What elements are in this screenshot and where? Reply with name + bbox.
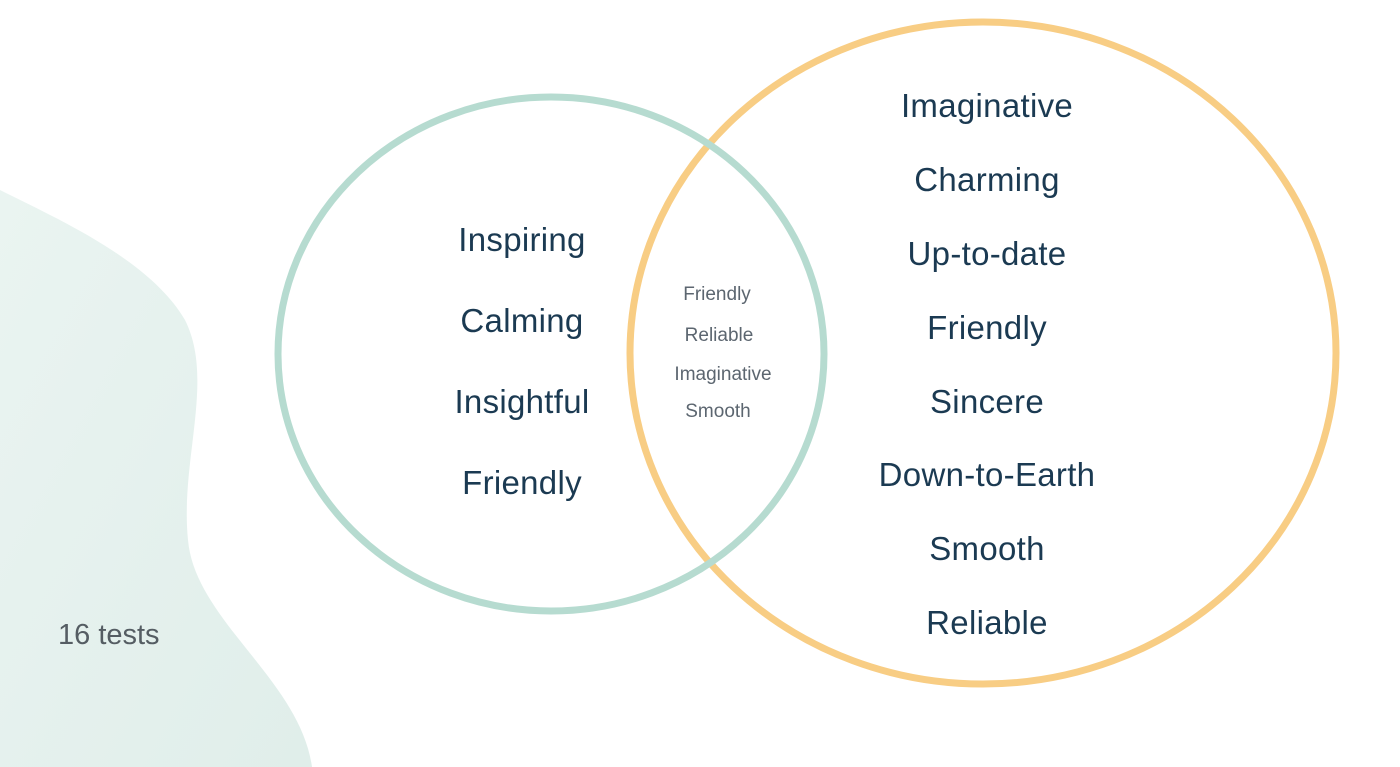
left-set-word: Calming — [460, 302, 584, 339]
overlap-word: Imaginative — [674, 364, 772, 385]
background-blob-shape — [0, 190, 312, 767]
overlap-word: Friendly — [683, 284, 751, 305]
right-set-word: Sincere — [930, 383, 1044, 420]
left-set-circle — [274, 93, 828, 615]
right-set-circle — [626, 18, 1340, 688]
right-set-word: Imaginative — [900, 87, 1074, 124]
overlap-word: Smooth — [685, 401, 751, 422]
left-set-word: Insightful — [454, 383, 590, 420]
right-set-word: Up-to-date — [907, 235, 1067, 272]
right-set-word: Reliable — [926, 604, 1048, 641]
right-set-word: Friendly — [927, 309, 1047, 346]
right-set-word: Charming — [914, 161, 1060, 198]
right-set-word: Smooth — [929, 530, 1045, 567]
left-set-word: Inspiring — [458, 221, 586, 258]
test-count-label: 16 tests — [58, 619, 160, 651]
overlap-word: Reliable — [684, 325, 754, 346]
left-set-word: Friendly — [462, 464, 582, 501]
right-set-word: Down-to-Earth — [878, 456, 1096, 493]
